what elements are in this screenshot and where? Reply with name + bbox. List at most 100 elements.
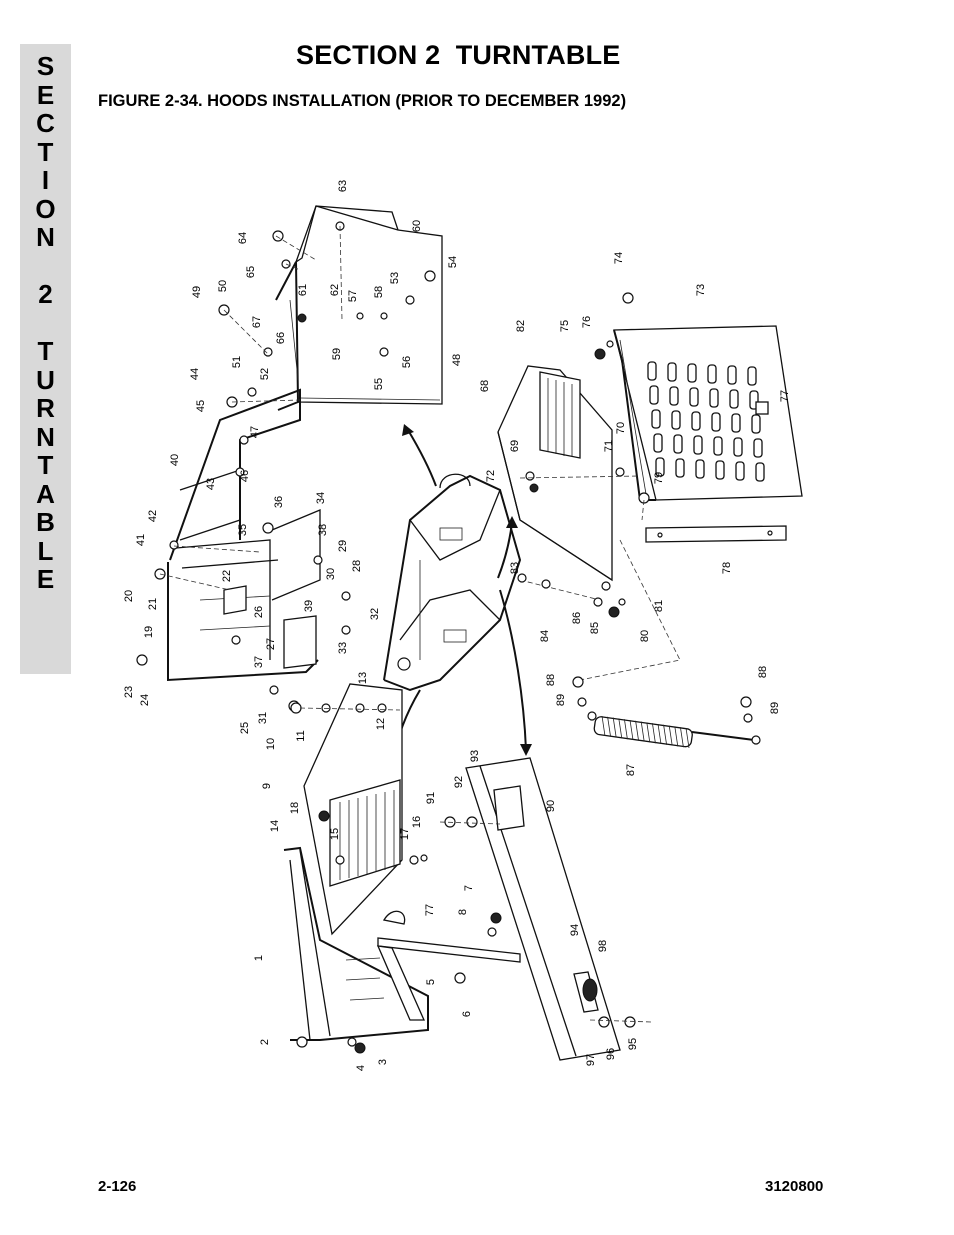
callout-label: 24 xyxy=(139,694,151,706)
callout-label: 61 xyxy=(297,284,309,296)
channel-strip xyxy=(439,757,653,1061)
dashed-leaders xyxy=(159,225,645,591)
spring-coil xyxy=(618,718,623,739)
callout-label: 51 xyxy=(231,356,243,368)
callout-label: 18 xyxy=(289,802,301,814)
side-tab-letter: 2 xyxy=(38,279,53,309)
callout-label: 32 xyxy=(369,608,381,620)
callout-label: 20 xyxy=(123,590,135,602)
upper-hood-panel xyxy=(275,205,443,411)
callout-label: 88 xyxy=(545,674,557,686)
side-tab-letter: L xyxy=(37,535,54,566)
lower-right-hardware xyxy=(517,539,753,723)
vent-slot xyxy=(733,437,743,457)
callout-label: 94 xyxy=(569,924,581,936)
callout-label: 41 xyxy=(135,534,147,546)
callout-label: 80 xyxy=(639,630,651,642)
document-number: 3120800 xyxy=(765,1178,824,1195)
vent-slot xyxy=(747,366,757,386)
spring-coil xyxy=(657,723,662,745)
callout-label: 16 xyxy=(411,816,423,828)
callout-label: 64 xyxy=(237,232,249,244)
callout-label: 6 xyxy=(461,1011,473,1017)
lower-grille-slots xyxy=(339,790,395,880)
callout-label: 89 xyxy=(769,702,781,714)
side-tab-letter: T xyxy=(37,336,54,366)
callout-label: 60 xyxy=(411,220,423,232)
spring-coil xyxy=(646,722,651,743)
vent-slot xyxy=(709,388,719,408)
callout-label: 35 xyxy=(237,524,249,536)
vent-slot xyxy=(715,460,725,480)
callout-label: 31 xyxy=(257,712,269,724)
callout-label: 90 xyxy=(545,800,557,812)
vent-slot xyxy=(671,410,681,430)
callout-label: 3 xyxy=(377,1059,389,1065)
page-number: 2-126 xyxy=(98,1178,137,1195)
vent-slot xyxy=(649,385,659,405)
vent-slot xyxy=(647,361,657,381)
callout-label: 1 xyxy=(253,955,265,961)
callout-label: 50 xyxy=(217,280,229,292)
callout-label: 95 xyxy=(627,1038,639,1050)
spring-coil xyxy=(640,721,645,742)
spring-coil xyxy=(680,727,684,748)
callout-label: 62 xyxy=(329,284,341,296)
spring-coil xyxy=(612,717,617,738)
vent-slot xyxy=(693,435,703,455)
spring-coil xyxy=(674,726,679,747)
callout-label: 4 xyxy=(355,1065,367,1071)
vent-slot xyxy=(727,365,737,385)
callout-label: 77 xyxy=(424,904,436,916)
callout-label: 48 xyxy=(451,354,463,366)
callout-label: 73 xyxy=(695,284,707,296)
callout-label: 77 xyxy=(779,390,791,402)
callout-label: 63 xyxy=(337,180,349,192)
callout-label: 78 xyxy=(721,562,733,574)
callout-label: 96 xyxy=(605,1048,617,1060)
callout-label: 7 xyxy=(463,885,475,891)
callout-label: 22 xyxy=(221,570,233,582)
callout-label: 52 xyxy=(259,368,271,380)
vent-slot xyxy=(711,412,721,432)
vent-slots xyxy=(647,361,765,482)
callout-label: 75 xyxy=(559,320,571,332)
spring-coil xyxy=(601,715,606,737)
callout-label: 88 xyxy=(757,666,769,678)
callout-label: 54 xyxy=(447,256,459,268)
vent-slot xyxy=(675,458,685,478)
callout-label: 72 xyxy=(485,470,497,482)
side-tab-letter: C xyxy=(36,108,55,138)
callout-label: 39 xyxy=(303,600,315,612)
callout-label: 30 xyxy=(325,568,337,580)
callout-label: 69 xyxy=(509,440,521,452)
callout-label: 89 xyxy=(555,694,567,706)
side-tab-letter: B xyxy=(36,507,55,537)
callout-label: 33 xyxy=(337,642,349,654)
callout-label: 11 xyxy=(295,730,307,741)
callout-label: 37 xyxy=(253,656,265,668)
side-tab-letter: O xyxy=(35,193,56,224)
callout-label: 53 xyxy=(389,272,401,284)
callout-label: 76 xyxy=(581,316,593,328)
figure-title: FIGURE 2-34. HOODS INSTALLATION (PRIOR T… xyxy=(98,92,627,110)
side-tab-letter: I xyxy=(41,165,50,195)
callout-label: 10 xyxy=(265,738,277,750)
vent-slot xyxy=(731,413,741,433)
vent-slot xyxy=(713,436,723,456)
bottom-frame xyxy=(283,846,521,1054)
callout-label: 68 xyxy=(479,380,491,392)
vent-slot xyxy=(689,387,699,407)
vent-slot xyxy=(653,433,663,453)
callout-label: 97 xyxy=(585,1054,597,1066)
side-tab-letter: U xyxy=(36,364,55,395)
spring-coils xyxy=(601,715,690,749)
vent-slot xyxy=(667,362,677,382)
vent-slot xyxy=(673,434,683,454)
callout-label: 67 xyxy=(251,316,263,328)
side-tab-letter: N xyxy=(36,222,55,252)
right-rear-hood xyxy=(497,365,625,582)
callout-label: 2 xyxy=(259,1039,271,1045)
